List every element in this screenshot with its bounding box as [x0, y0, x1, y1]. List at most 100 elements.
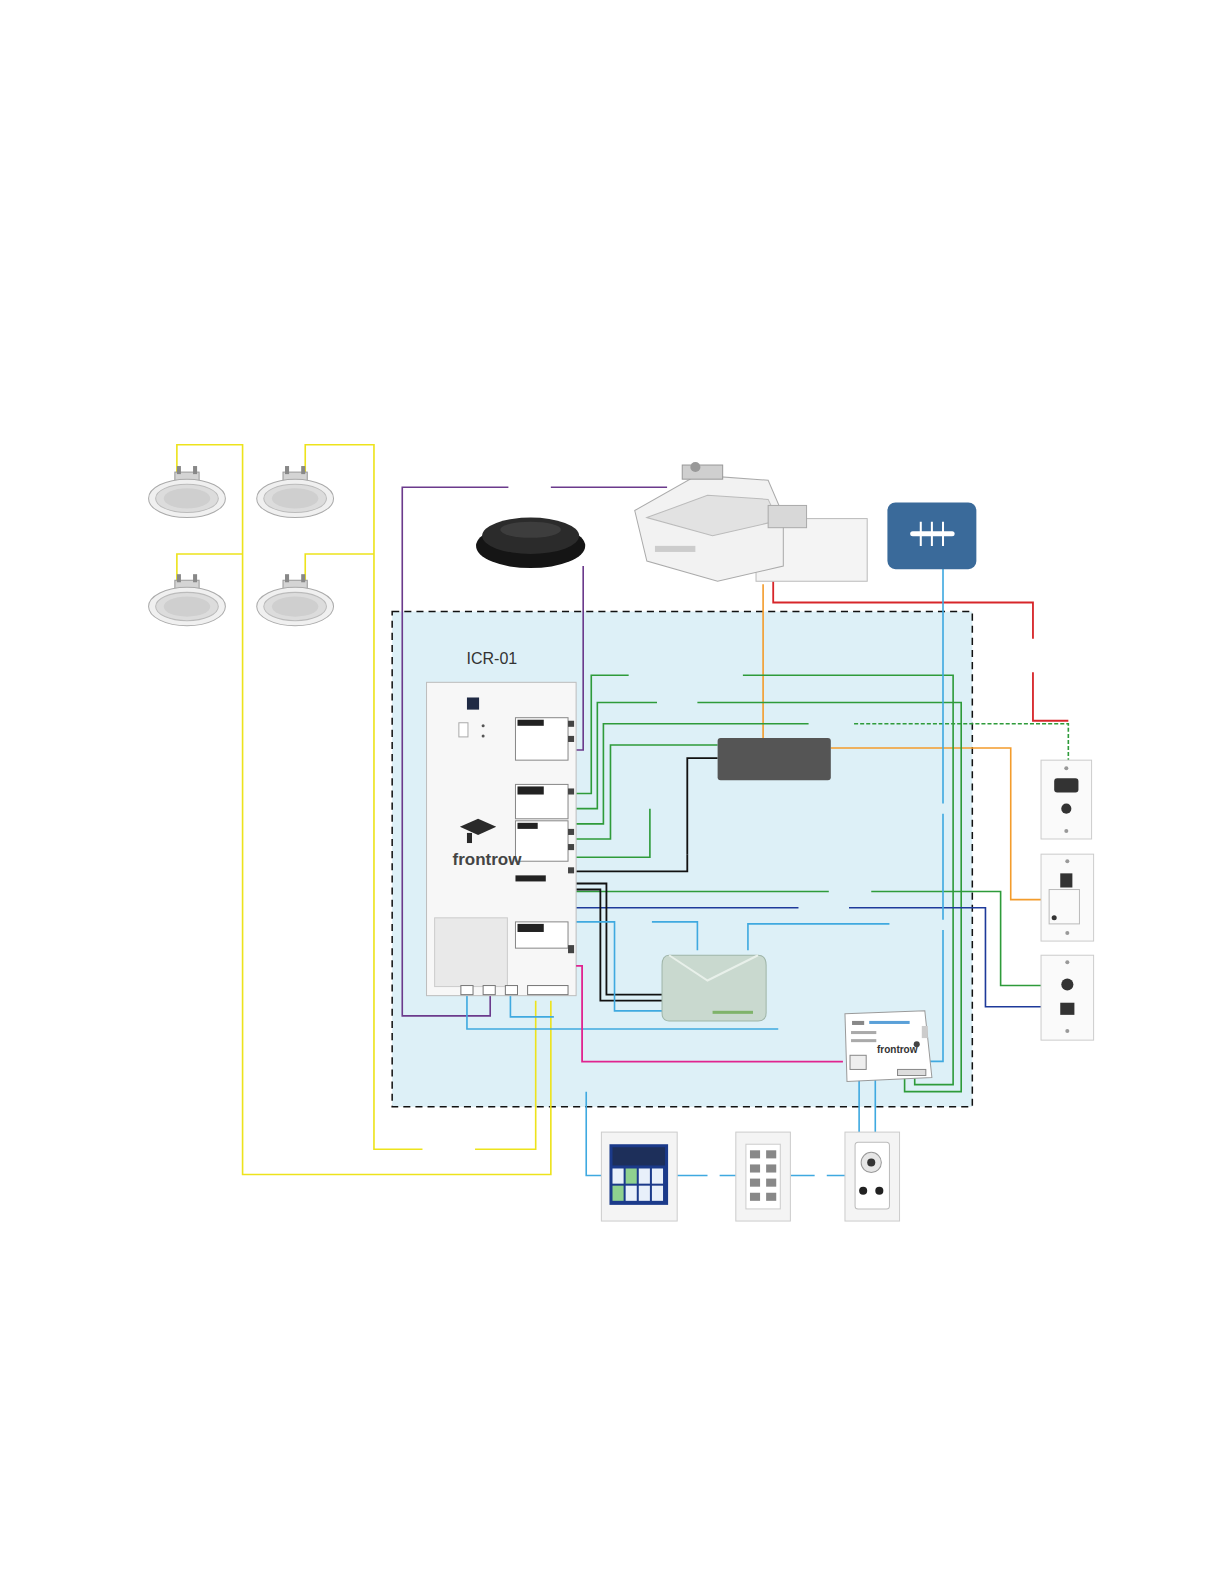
wall-plate [1054, 778, 1078, 792]
control-panel [613, 1147, 666, 1165]
control-wire [576, 922, 662, 1011]
hdmi-wire [831, 748, 1041, 900]
amplifier-unit [517, 924, 543, 932]
ceiling-speaker [257, 466, 334, 518]
control-panel [750, 1193, 760, 1201]
amplifier-unit [568, 844, 574, 850]
control-panel [613, 1168, 624, 1183]
audio-wire [697, 703, 961, 1092]
bluetooth-receiver [852, 1021, 864, 1025]
amplifier-unit [459, 723, 468, 737]
wall-plate [1065, 1029, 1069, 1033]
amplifier-unit [467, 833, 472, 843]
wall-plate [1041, 854, 1094, 941]
wall-plate [1060, 873, 1072, 887]
amplifier-unit [515, 784, 568, 818]
amplifier-unit [568, 721, 574, 953]
amplifier-unit [568, 788, 574, 794]
control-panel [652, 1186, 663, 1201]
rack-region [392, 612, 972, 1107]
amplifier-unit [568, 945, 574, 953]
audio-wire [576, 703, 657, 809]
ceiling-speaker [149, 466, 334, 626]
control-panel [613, 1186, 624, 1201]
wall-plate [1061, 804, 1071, 814]
wall-plate [1065, 960, 1069, 964]
ceiling-speaker [177, 574, 181, 582]
audio-wire [871, 892, 1041, 986]
control-panel [626, 1186, 637, 1201]
ceiling-speaker [264, 484, 327, 512]
amplifier-unit [568, 721, 574, 727]
control-wire [928, 568, 943, 1061]
network-plate [921, 522, 943, 546]
control-panel [639, 1186, 650, 1201]
ceiling-speaker [301, 574, 305, 582]
control-panel [652, 1168, 663, 1183]
network-plate [887, 502, 976, 569]
ceiling-speaker [156, 592, 219, 620]
wall-plate [1041, 955, 1094, 1040]
ceiling-speaker [272, 596, 318, 616]
control-panel [867, 1158, 875, 1166]
amplifier-unit [427, 682, 577, 995]
control-panel [766, 1150, 776, 1158]
wall-plate [1065, 859, 1069, 863]
camera-dome [500, 522, 561, 538]
wall-plate [1049, 890, 1079, 924]
control-panel [845, 1132, 900, 1221]
speaker-wire [177, 554, 243, 584]
audio-wire [576, 745, 718, 839]
video-wire [773, 581, 1033, 639]
bluetooth-receiver [898, 1069, 926, 1075]
control-panel [875, 1187, 883, 1195]
ceiling-speaker [272, 488, 318, 508]
video-wire [773, 581, 1068, 720]
control-panel [626, 1168, 637, 1183]
bluetooth-receiver [850, 1055, 866, 1069]
control-panel [750, 1150, 760, 1158]
processor-box [718, 738, 831, 780]
amplifier-unit [568, 736, 574, 742]
wall-plate [1065, 931, 1069, 935]
camera-dome [476, 518, 585, 569]
audio-wire [743, 675, 953, 1084]
speaker-wire [305, 554, 374, 584]
amplifier-unit [482, 734, 485, 737]
video-wire [1033, 672, 1068, 721]
ethernet-switch [669, 955, 758, 980]
ceiling-speaker [193, 574, 197, 582]
wall-plate [1064, 766, 1068, 770]
ceiling-speaker [149, 479, 226, 517]
bluetooth-receiver [851, 1031, 876, 1034]
amplifier-unit [483, 986, 495, 995]
ceiling-speaker [257, 479, 334, 517]
network-plate [887, 502, 976, 569]
amplifier-unit [461, 986, 473, 995]
projector [635, 462, 867, 581]
ceiling-speaker [264, 592, 327, 620]
usb-wire [576, 908, 1041, 1007]
bluetooth-receiver-box: frontrow [843, 1011, 934, 1084]
control-wire [586, 1092, 601, 1176]
projector [655, 546, 695, 552]
bluetooth-receiver [869, 1021, 909, 1024]
control-panel [750, 1179, 760, 1187]
control-panel [766, 1193, 776, 1201]
amplifier-unit [528, 986, 568, 995]
ceiling-speaker [285, 466, 289, 474]
control-panel [639, 1168, 650, 1183]
amplifier-unit [517, 786, 543, 794]
amplifier-unit [517, 823, 537, 829]
control-panel [766, 1164, 776, 1172]
speaker-wire [305, 445, 422, 1149]
control-panel [736, 1132, 791, 1221]
usb-wire [576, 907, 798, 909]
amplifier-unit [461, 986, 568, 995]
ethernet-switch [662, 955, 766, 1021]
camera-wire [551, 486, 667, 488]
ethernet-switch [713, 1011, 753, 1014]
audio-wire [576, 891, 829, 893]
